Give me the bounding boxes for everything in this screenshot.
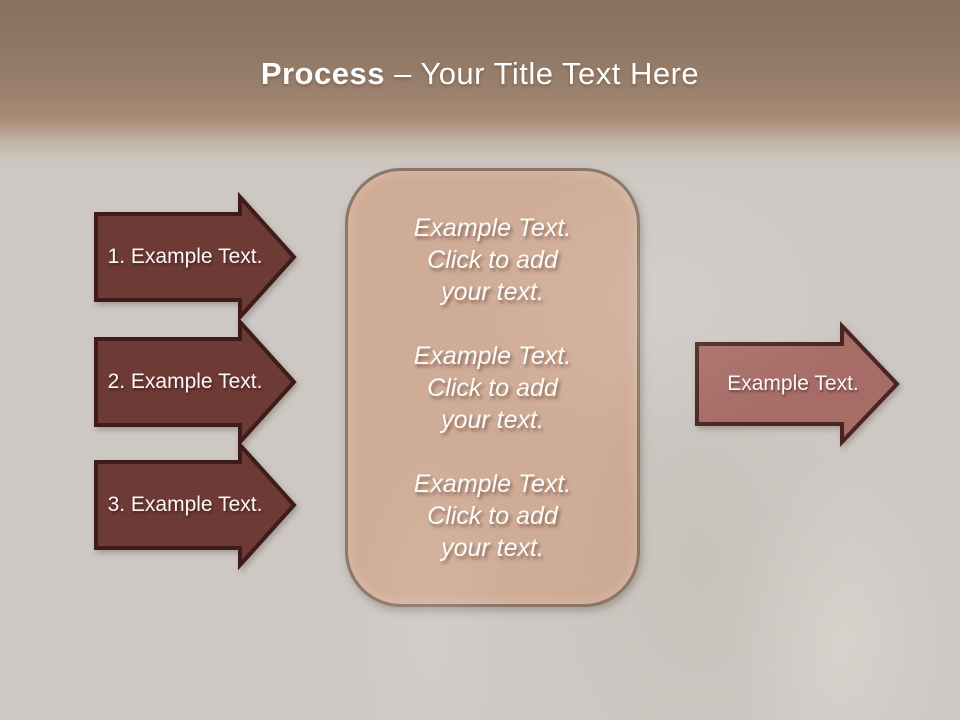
placeholder-text-block[interactable]: Example Text. Click to add your text. (362, 212, 623, 308)
content-box[interactable]: Example Text. Click to add your text. Ex… (345, 168, 640, 607)
placeholder-text-block[interactable]: Example Text. Click to add your text. (362, 340, 623, 436)
right-arrow-shape-icon (94, 439, 297, 571)
right-arrow-shape-icon (94, 191, 297, 323)
slide-title: Process – Your Title Text Here (0, 56, 960, 92)
placeholder-line: Example Text. (413, 341, 572, 370)
title-remainder: – Your Title Text Here (384, 56, 700, 91)
placeholder-line: Example Text. (413, 213, 572, 242)
placeholder-line: Click to add (427, 373, 558, 402)
right-arrow-shape-icon (94, 316, 297, 448)
title-emphasis: Process (260, 56, 385, 91)
placeholder-line: Click to add (427, 245, 558, 274)
step-arrow-3[interactable]: 3. Example Text. (94, 439, 298, 571)
right-arrow-shape-icon (695, 320, 900, 448)
placeholder-line: your text. (441, 405, 544, 434)
placeholder-line: your text. (441, 533, 544, 562)
title-bar (0, 0, 960, 172)
placeholder-line: Click to add (427, 501, 558, 530)
result-arrow[interactable]: Example Text. (695, 320, 901, 448)
placeholder-line: your text. (441, 277, 544, 306)
step-arrow-2[interactable]: 2. Example Text. (94, 316, 298, 448)
placeholder-text-block[interactable]: Example Text. Click to add your text. (362, 468, 623, 564)
step-arrow-1[interactable]: 1. Example Text. (94, 191, 298, 323)
placeholder-line: Example Text. (413, 469, 572, 498)
